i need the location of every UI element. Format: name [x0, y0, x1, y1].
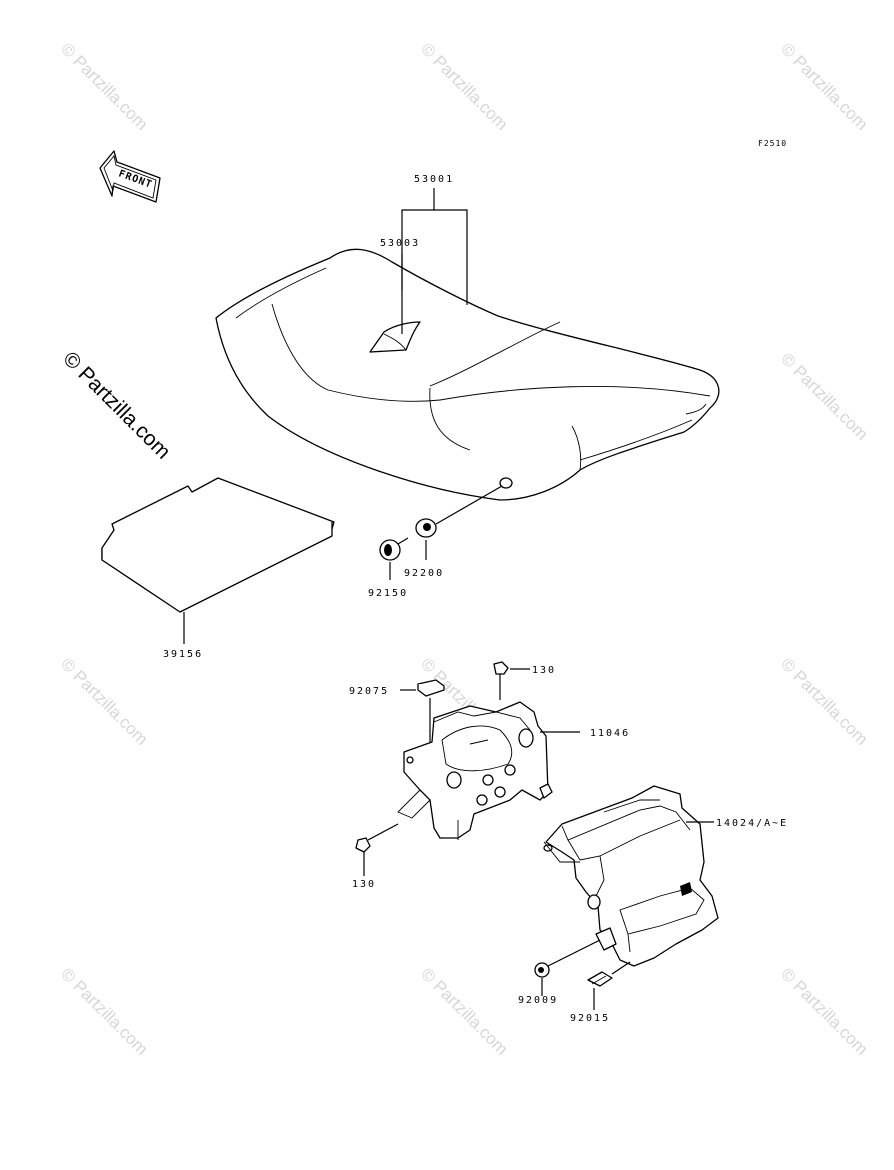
part-number-39156: 39156: [163, 649, 203, 660]
part-number-53003: 53003: [380, 238, 420, 249]
bracket-11046: 11046: [397, 701, 630, 840]
part-number-92075: 92075: [349, 686, 389, 697]
bolt-92150: 92150: [368, 537, 409, 599]
bolt-130-lower: 130: [352, 823, 399, 890]
watermark: © Partzilla.com: [777, 654, 871, 748]
watermark-main: © Partzilla.com: [58, 347, 174, 463]
part-number-14024: 14024/A~E: [716, 818, 788, 829]
front-arrow-icon: FRONT: [99, 150, 161, 203]
clip-92015: 92015: [570, 961, 631, 1024]
part-number-92015: 92015: [570, 1013, 610, 1024]
part-number-92009: 92009: [518, 995, 558, 1006]
part-number-92150: 92150: [368, 588, 408, 599]
cover-14024: 14024/A~E: [543, 785, 788, 967]
seat-tray: 39156: [101, 477, 335, 660]
part-number-53001: 53001: [414, 174, 454, 185]
damper-92200: 92200: [404, 485, 503, 579]
watermark: © Partzilla.com: [417, 964, 511, 1058]
watermark: © Partzilla.com: [777, 39, 871, 133]
watermark: © Partzilla.com: [57, 654, 151, 748]
bolt-92009: 92009: [518, 939, 601, 1006]
watermark: © Partzilla.com: [417, 39, 511, 133]
diagram-code: F2510: [758, 139, 787, 148]
watermark: © Partzilla.com: [57, 964, 151, 1058]
watermark: © Partzilla.com: [57, 39, 151, 133]
part-number-11046: 11046: [590, 728, 630, 739]
bolt-130-upper: 130: [493, 661, 556, 700]
part-number-130-lower: 130: [352, 879, 376, 890]
damper-92075: 92075: [349, 679, 445, 770]
callout-53003: 53003: [380, 238, 420, 334]
part-number-92200: 92200: [404, 568, 444, 579]
watermark: © Partzilla.com: [777, 964, 871, 1058]
callout-53001: 53001: [401, 174, 468, 305]
seat: [215, 248, 720, 501]
watermark: © Partzilla.com: [777, 349, 871, 443]
part-number-130-upper: 130: [532, 665, 556, 676]
